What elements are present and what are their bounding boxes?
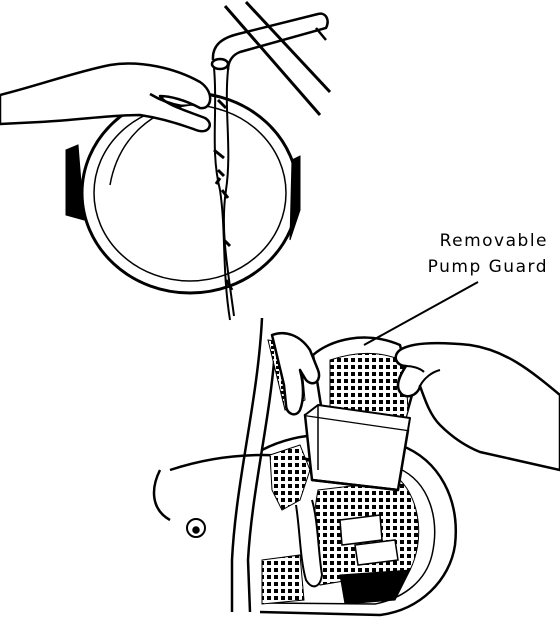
- water-stream: [214, 68, 234, 320]
- callout-leader-line: [364, 282, 478, 345]
- faucet: [212, 2, 330, 115]
- callout-label-line2: Pump Guard: [428, 254, 548, 280]
- left-hand: [0, 64, 210, 132]
- callout-label: Removable Pump Guard: [428, 228, 548, 280]
- callout-label-line1: Removable: [428, 228, 548, 254]
- right-hand: [396, 343, 560, 470]
